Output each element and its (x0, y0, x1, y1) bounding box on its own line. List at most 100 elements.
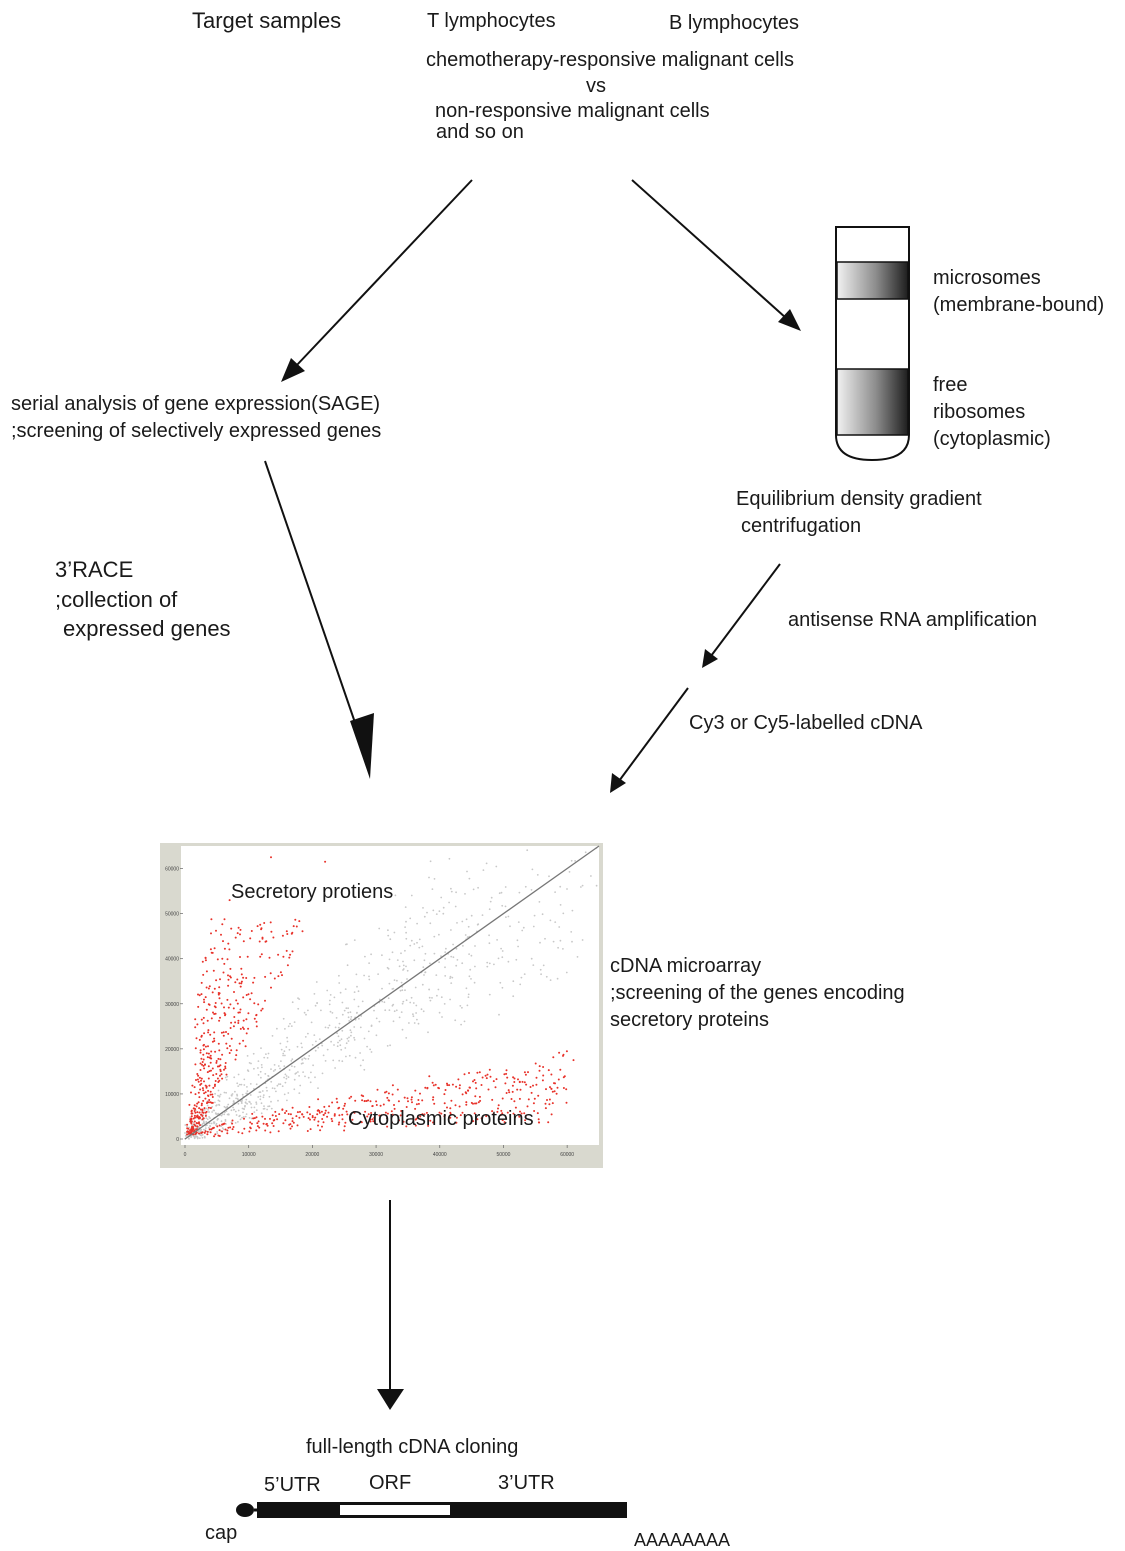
cytoplasmic-point (535, 1076, 538, 1079)
cytoplasmic-point (513, 1077, 516, 1080)
y-tick-label: 20000 (165, 1047, 179, 1053)
secretory-point (240, 982, 243, 985)
cytoplasmic-point (457, 1078, 460, 1081)
background-point (303, 1011, 306, 1014)
background-point (477, 886, 479, 889)
cytoplasmic-point (231, 1128, 234, 1131)
cytoplasmic-point (532, 1084, 534, 1087)
cytoplasmic-point (488, 1068, 491, 1071)
background-point (449, 977, 451, 979)
background-point (220, 1120, 223, 1123)
background-point (377, 973, 379, 975)
cytoplasmic-point (264, 1117, 266, 1120)
background-point (488, 962, 491, 965)
background-point (293, 1065, 296, 1068)
background-point (435, 974, 438, 976)
background-point (355, 973, 358, 976)
background-point (214, 1092, 216, 1095)
background-point (512, 980, 515, 983)
secretory-point (196, 1073, 199, 1075)
secretory-point (202, 1089, 205, 1092)
secretory-point (186, 1133, 189, 1136)
background-point (517, 921, 520, 923)
secretory-point (253, 976, 256, 979)
cytoplasmic-point (506, 1111, 509, 1114)
secretory-point (235, 999, 238, 1002)
background-point (301, 1058, 304, 1060)
target-samples-label: Target samples (192, 8, 342, 33)
secretory-point (191, 1112, 194, 1115)
secretory-point (193, 1114, 196, 1117)
microsomes-label: microsomes (933, 267, 1041, 289)
cytoplasmic-point (533, 1097, 536, 1100)
cytoplasmic-point (518, 1097, 521, 1100)
cytoplasmic-point (416, 1116, 419, 1119)
secretory-point (218, 986, 221, 989)
cytoplasmic-point (250, 1122, 253, 1125)
background-point (286, 1040, 289, 1043)
labelled-cdna-label: Cy3 or Cy5-labelled cDNA (689, 712, 923, 734)
background-point (324, 1060, 327, 1062)
background-point (388, 1009, 391, 1011)
background-point (270, 1100, 272, 1103)
background-point (549, 979, 552, 981)
background-point (184, 1132, 186, 1134)
background-point (485, 862, 488, 865)
background-point (469, 968, 472, 971)
x-tick-label: 20000 (305, 1152, 319, 1158)
background-point (355, 1012, 358, 1014)
background-point (363, 974, 365, 977)
cytoplasmic-point (538, 1069, 541, 1072)
cytoplasmic-point (398, 1119, 401, 1122)
cytoplasmic-point (208, 1128, 211, 1131)
background-point (271, 1087, 274, 1089)
secretory-point (194, 1026, 197, 1029)
secretory-point (198, 1076, 201, 1079)
arrow-race-to-microarray (264, 460, 374, 779)
cytoplasmic-point (548, 1103, 551, 1106)
secretory-point (196, 1125, 199, 1128)
background-point (217, 1094, 219, 1097)
secretory-point (219, 1068, 222, 1071)
cytoplasmic-point (419, 1115, 422, 1118)
secretory-point (195, 1079, 197, 1081)
outlier-point (270, 856, 272, 859)
cytoplasmic-point (475, 1087, 478, 1090)
secretory-point (205, 970, 208, 973)
outlier-point (324, 860, 327, 863)
cytoplasmic-point (480, 1117, 483, 1120)
background-point (327, 1026, 330, 1029)
background-point (460, 1023, 462, 1026)
background-point (338, 1059, 341, 1062)
secretory-point (242, 996, 245, 999)
secretory-point (298, 920, 301, 923)
background-point (386, 1045, 389, 1047)
cytoplasmic-proteins-label: Cytoplasmic proteins (348, 1108, 534, 1130)
centrifuge-tube-icon (835, 226, 910, 462)
cytoplasmic-point (518, 1115, 521, 1118)
background-point (401, 1028, 404, 1031)
secretory-point (226, 998, 229, 1001)
cytoplasmic-point (376, 1088, 379, 1091)
secretory-point (242, 1028, 245, 1030)
background-point (203, 1128, 205, 1131)
background-point (522, 926, 525, 929)
background-point (468, 953, 470, 955)
background-point (406, 969, 409, 972)
background-point (474, 945, 476, 947)
cytoplasmic-point (289, 1127, 292, 1130)
background-point (359, 1026, 362, 1029)
cytoplasmic-point (266, 1124, 269, 1127)
background-point (291, 1065, 293, 1067)
background-point (428, 996, 431, 999)
secretory-label: Secretory protiens (231, 881, 394, 903)
cytoplasmic-point (296, 1111, 299, 1114)
secretory-point (203, 1080, 205, 1083)
background-point (248, 1117, 251, 1119)
background-point (344, 988, 347, 990)
cytoplasmic-point (474, 1095, 477, 1098)
background-point (410, 996, 413, 999)
cytoplasmic-point (318, 1111, 321, 1114)
background-point (409, 944, 412, 947)
